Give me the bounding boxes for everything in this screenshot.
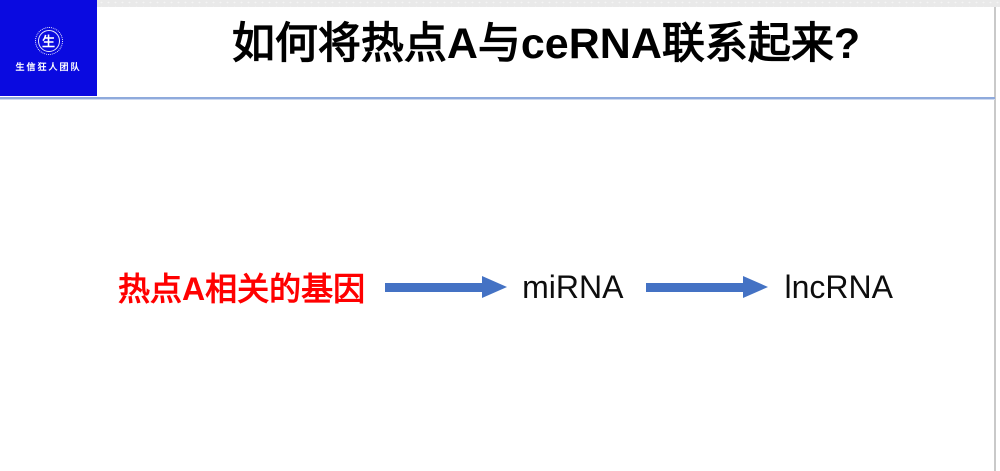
arrow-shaft [646, 282, 744, 292]
arrow-tip [743, 276, 769, 298]
right-edge-line [994, 7, 996, 471]
logo-emblem-char: 生 [41, 33, 55, 49]
header-divider-line [0, 97, 995, 100]
arrow-shaft [385, 282, 483, 292]
lncrna-label: lncRNA [784, 268, 893, 305]
team-logo: 生 生信狂人团队 [0, 0, 97, 96]
team-name-label: 生信狂人团队 [15, 62, 82, 72]
flow-diagram: 热点A相关的基因 miRNA lncRNA [118, 264, 893, 310]
hotspot-genes-label: 热点A相关的基因 [118, 271, 366, 307]
logo-emblem-icon: 生 [34, 27, 63, 55]
slide-title: 如何将热点A与ceRNA联系起来? [231, 20, 861, 68]
top-edge-strip [0, 0, 1000, 7]
flow-arrow-icon [646, 276, 769, 298]
arrow-tip [482, 276, 508, 298]
mirna-label: miRNA [522, 268, 624, 305]
flow-arrow-icon [385, 276, 508, 298]
